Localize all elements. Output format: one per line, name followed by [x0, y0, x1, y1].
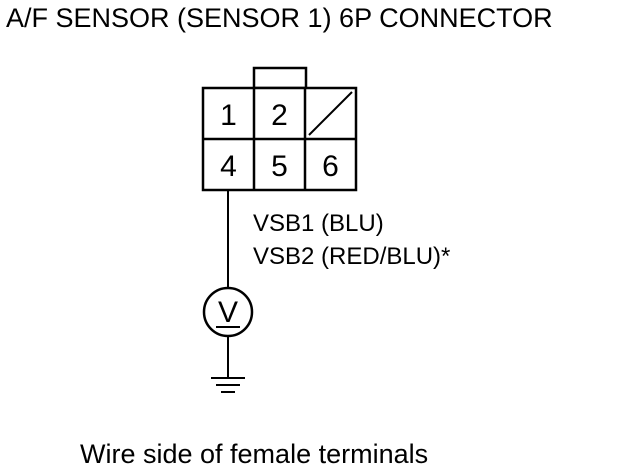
- voltmeter-symbol: V: [218, 296, 238, 329]
- pin-6-label: 6: [322, 150, 339, 183]
- pin-2-label: 2: [271, 99, 288, 132]
- pin-5-label: 5: [271, 150, 288, 183]
- wire-label-vsb2: VSB2 (RED/BLU)*: [253, 243, 451, 270]
- voltmeter-icon: V: [202, 286, 254, 338]
- connector-lock-tab: [252, 66, 308, 90]
- ground-icon: [211, 377, 245, 393]
- unused-cavity-mark: [308, 91, 353, 136]
- pin-1-label: 1: [220, 99, 237, 132]
- pin-4-label: 4: [220, 150, 237, 183]
- diagram-caption: Wire side of female terminals: [80, 439, 429, 469]
- diagram-title: A/F SENSOR (SENSOR 1) 6P CONNECTOR: [6, 3, 553, 33]
- wire-label-vsb1: VSB1 (BLU): [253, 210, 384, 237]
